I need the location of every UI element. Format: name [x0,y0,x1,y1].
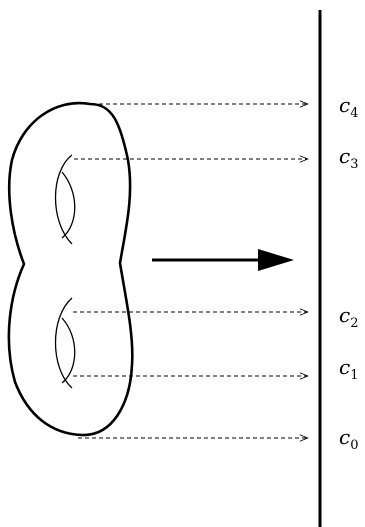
genus-two-surface [7,101,134,437]
label-c2: c2 [339,303,358,331]
label-c0: c0 [339,425,358,453]
projection-arrow-head [258,249,294,271]
upper-hole [54,154,76,245]
label-c1: c1 [339,355,358,383]
label-c3: c3 [339,144,358,172]
label-c4: c4 [339,93,358,121]
lower-hole [54,297,76,389]
